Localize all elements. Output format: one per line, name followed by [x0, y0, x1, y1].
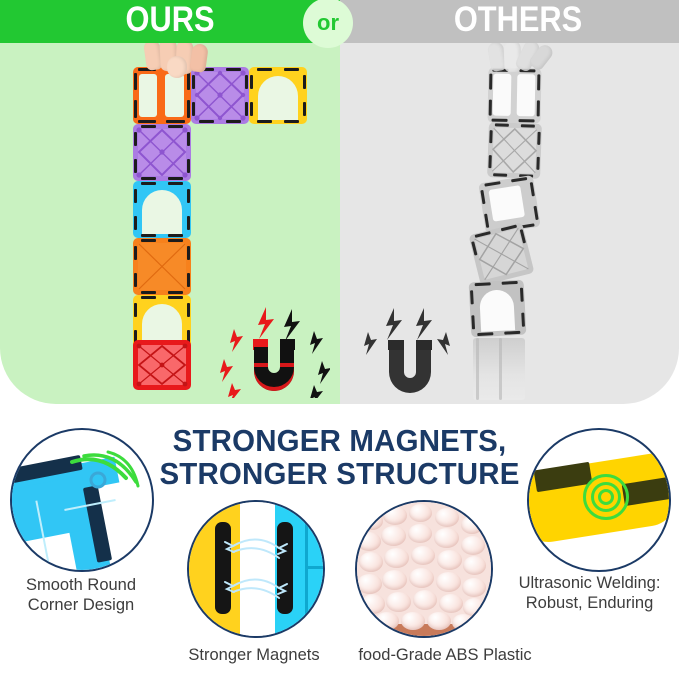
feature-2-caption-line-1: Stronger Magnets [188, 646, 320, 664]
hand-icon-gray [486, 38, 559, 75]
tile-gray-diamond-1 [487, 122, 542, 179]
feature-2-caption: Stronger Magnets [170, 645, 338, 665]
tile-cyan-arch [133, 181, 191, 238]
feature-1-caption-line-2: Corner Design [27, 596, 135, 614]
or-badge: or [303, 0, 353, 48]
ours-header-bg [0, 0, 340, 43]
hand-icon [142, 37, 215, 78]
page-title: STRONGER MAGNETS, STRONGER STRUCTURE [17, 424, 662, 490]
corner-highlight-icon [70, 450, 140, 489]
tile-motion-blur [476, 338, 479, 400]
feature-3-image [355, 500, 493, 638]
headline-line-2: STRONGER STRUCTURE [159, 456, 520, 491]
others-header-bg [340, 0, 679, 43]
feature-3-caption-line-1: food-Grade ABS Plastic [358, 646, 532, 664]
feature-4-caption-line-1: Ultrasonic Welding: [518, 574, 661, 592]
feature-4-caption: Ultrasonic Welding: Robust, Enduring [500, 573, 679, 613]
others-label: OTHERS [453, 0, 583, 39]
tile-gray-diamond-2 [468, 222, 535, 286]
cross-pattern-icon [138, 243, 186, 290]
tile-purple-diamond-col [133, 124, 191, 181]
feature-1-caption: Smooth Round Corner Design [0, 575, 162, 615]
tile-motion-blur [499, 338, 502, 400]
magnetic-arc-icon [224, 538, 288, 599]
ours-label: OURS [125, 0, 215, 39]
comparison-header: OURS OTHERS or [0, 0, 679, 48]
feature-2-image [187, 500, 325, 638]
tile-yellow-arch-top [249, 67, 307, 124]
feature-1-image [10, 428, 154, 572]
tile-purple-diamond-top [191, 67, 249, 124]
tile-gray-window [487, 67, 542, 124]
tile-red-diamond [133, 340, 191, 390]
headline-line-1: STRONGER MAGNETS, [172, 423, 507, 458]
diamond-pattern-icon [474, 227, 529, 281]
comparison-panel: OURS OTHERS or [0, 0, 679, 404]
diamond-pattern-icon [491, 127, 538, 174]
diamond-pattern-icon [136, 343, 188, 387]
feature-4-caption-line-2: Robust, Enduring [525, 594, 654, 612]
feature-1-caption-line-1: Smooth Round [25, 576, 137, 594]
tile-orange-solid [133, 238, 191, 295]
feature-4-image [527, 428, 671, 572]
feature-3-caption: food-Grade ABS Plastic [340, 645, 550, 665]
tile-gray-arch [468, 279, 527, 338]
diamond-pattern-icon [136, 127, 188, 178]
ours-magnet-icon [218, 303, 331, 404]
diamond-pattern-icon [194, 70, 246, 121]
others-magnet-icon [358, 306, 463, 398]
